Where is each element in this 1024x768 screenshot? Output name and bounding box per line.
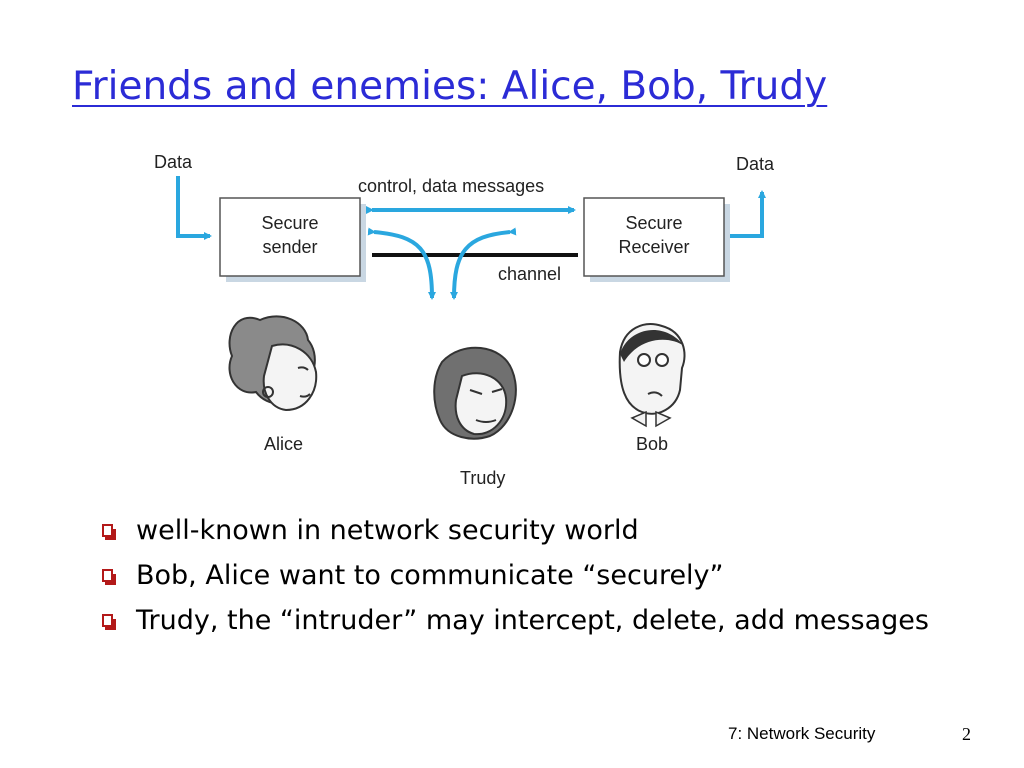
data-in-label: Data <box>154 152 193 172</box>
slide-title: Friends and enemies: Alice, Bob, Trudy <box>72 64 828 109</box>
data-out-label: Data <box>736 154 775 174</box>
alice-figure <box>228 315 318 412</box>
trudy-figure <box>433 346 517 440</box>
data-out-arrow <box>730 190 766 238</box>
bob-figure <box>618 323 686 428</box>
bullet-item: Bob, Alice want to communicate “securely… <box>102 557 962 594</box>
bullet-text: well-known in network security world <box>136 515 639 546</box>
bullet-marker-icon <box>102 614 116 630</box>
channel-label: channel <box>498 264 561 284</box>
bullet-text: Bob, Alice want to communicate “securely… <box>136 560 724 591</box>
sender-box-line2: sender <box>262 237 317 257</box>
security-diagram: Data Secure sender Secure Receiver Data … <box>140 140 800 500</box>
alice-label: Alice <box>264 434 303 454</box>
intercept-arrow-right <box>450 227 517 300</box>
sender-box <box>219 197 361 277</box>
bullet-item: Trudy, the “intruder” may intercept, del… <box>102 602 962 639</box>
data-in-arrow <box>176 176 212 240</box>
receiver-box-line1: Secure <box>625 213 682 233</box>
bullet-list: well-known in network security world Bob… <box>102 512 962 647</box>
sender-box-line1: Secure <box>261 213 318 233</box>
bullet-marker-icon <box>102 569 116 585</box>
intercept-arrow-left <box>367 227 436 300</box>
messages-label: control, data messages <box>358 176 544 196</box>
receiver-box-line2: Receiver <box>618 237 689 257</box>
diagram-canvas: Data Secure sender Secure Receiver Data … <box>154 152 775 488</box>
bullet-marker-icon <box>102 524 116 540</box>
bullet-item: well-known in network security world <box>102 512 962 549</box>
bob-label: Bob <box>636 434 668 454</box>
footer-section-label: 7: Network Security <box>728 724 876 743</box>
receiver-box <box>583 197 725 277</box>
bullet-text: Trudy, the “intruder” may intercept, del… <box>136 605 929 636</box>
page-number: 2 <box>962 724 971 744</box>
trudy-label: Trudy <box>460 468 505 488</box>
